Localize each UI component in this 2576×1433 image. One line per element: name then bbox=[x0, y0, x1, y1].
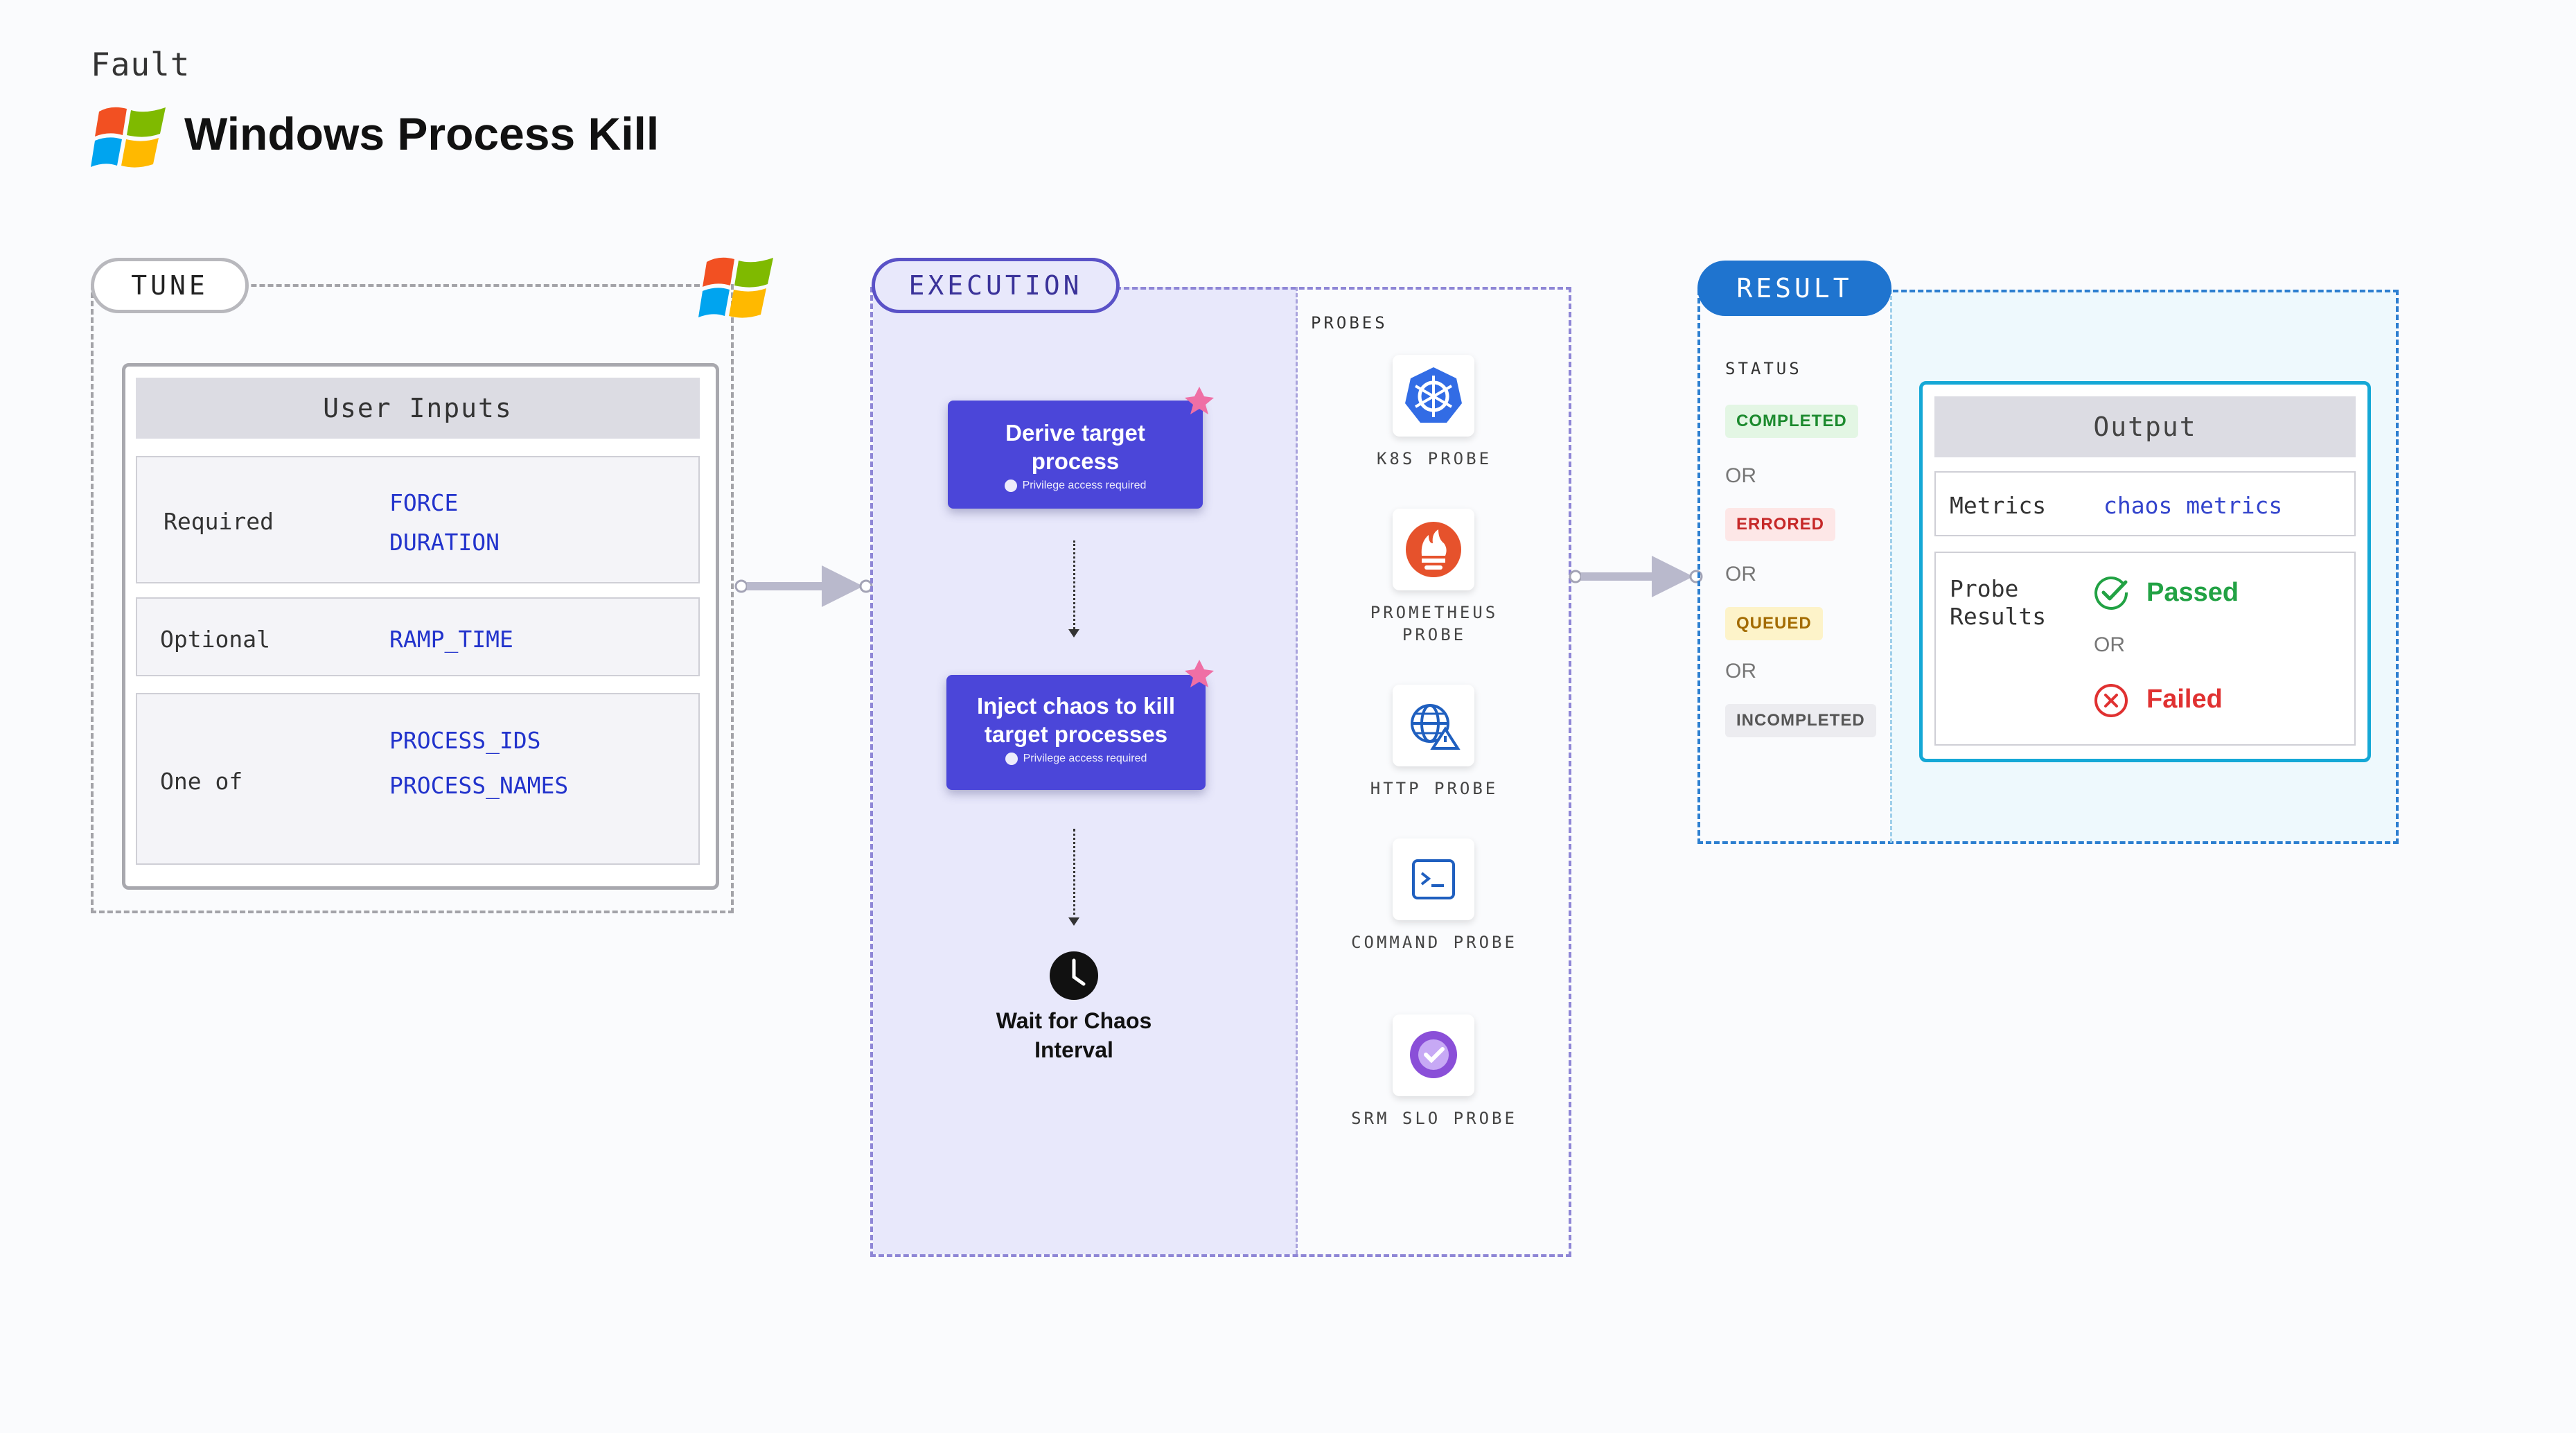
kubernetes-icon bbox=[1405, 367, 1462, 423]
optional-inputs-row bbox=[136, 597, 700, 676]
optional-label: Optional bbox=[160, 626, 270, 653]
required-inputs-row bbox=[136, 456, 700, 583]
probe-results-row bbox=[1934, 552, 2356, 746]
or-label: OR bbox=[1725, 563, 1756, 586]
execution-section bbox=[870, 287, 1571, 1257]
flow-arrow-execution-to-result bbox=[1569, 556, 1703, 597]
status-badge-completed: COMPLETED bbox=[1725, 405, 1858, 438]
privilege-note: Privilege access required bbox=[946, 753, 1206, 765]
metrics-label: Metrics bbox=[1950, 492, 2047, 519]
privilege-lock-icon bbox=[1004, 480, 1017, 492]
input-duration: DURATION bbox=[389, 529, 500, 556]
x-circle-icon bbox=[2094, 684, 2128, 717]
probes-label: PROBES bbox=[1311, 313, 1388, 333]
input-force: FORCE bbox=[389, 489, 459, 516]
or-label: OR bbox=[1725, 660, 1756, 683]
srm-slo-probe-tile bbox=[1393, 1014, 1474, 1096]
srm-slo-icon bbox=[1410, 1031, 1457, 1078]
step-derive-target: Derive target process Privilege access r… bbox=[948, 401, 1203, 509]
command-probe-tile bbox=[1393, 838, 1474, 920]
chaos-metrics-value: chaos metrics bbox=[2103, 492, 2283, 519]
privilege-lock-icon bbox=[1005, 753, 1018, 765]
prometheus-probe-tile bbox=[1393, 509, 1474, 590]
tune-pill: TUNE bbox=[91, 258, 249, 313]
chaos-sparkle-icon bbox=[1185, 387, 1214, 414]
prometheus-probe-label: PROMETHEUS PROBE bbox=[1370, 603, 1499, 644]
step-inject-chaos: Inject chaos to kill target processes Pr… bbox=[946, 675, 1206, 790]
k8s-probe-tile bbox=[1393, 355, 1474, 437]
status-badge-queued: QUEUED bbox=[1725, 607, 1823, 640]
windows-logo-icon bbox=[698, 257, 773, 318]
windows-logo-icon bbox=[91, 107, 166, 168]
chaos-sparkle-icon bbox=[1185, 660, 1214, 687]
input-ramp-time: RAMP_TIME bbox=[389, 626, 513, 653]
probe-results-label: Probe Results bbox=[1950, 575, 2047, 630]
page-title: Windows Process Kill bbox=[184, 108, 660, 159]
prometheus-icon bbox=[1406, 522, 1461, 577]
output-title: Output bbox=[1934, 396, 2356, 457]
oneof-inputs-row bbox=[136, 693, 700, 865]
step-inject-title: Inject chaos to kill target processes bbox=[976, 693, 1176, 747]
check-circle-icon bbox=[2094, 576, 2128, 610]
privilege-note-text: Privilege access required bbox=[1023, 753, 1147, 765]
passed-label: Passed bbox=[2146, 578, 2239, 607]
clock-icon bbox=[1050, 951, 1098, 1000]
result-section-top-border bbox=[1885, 290, 2399, 292]
fault-label: Fault bbox=[91, 46, 191, 83]
execution-divider bbox=[1296, 287, 1298, 1254]
flow-connector-arrowhead bbox=[1068, 917, 1079, 926]
required-label: Required bbox=[164, 508, 274, 535]
flow-connector-arrowhead bbox=[1068, 629, 1079, 638]
privilege-note-text: Privilege access required bbox=[1022, 480, 1147, 492]
input-process-names: PROCESS_NAMES bbox=[389, 772, 569, 799]
execution-pill: EXECUTION bbox=[872, 258, 1120, 313]
flow-arrow-tune-to-execution bbox=[734, 565, 873, 607]
status-badge-incompleted: INCOMPLETED bbox=[1725, 704, 1876, 737]
wait-chaos-interval-label: Wait for Chaos Interval bbox=[996, 1008, 1152, 1062]
http-globe-icon bbox=[1411, 704, 1461, 750]
result-divider bbox=[1890, 290, 1892, 843]
flow-connector bbox=[1073, 829, 1075, 920]
tune-section-top-border bbox=[201, 284, 700, 287]
step-derive-title: Derive target process bbox=[1005, 420, 1145, 474]
tune-section bbox=[91, 284, 734, 913]
http-probe-tile bbox=[1393, 685, 1474, 766]
input-process-ids: PROCESS_IDS bbox=[389, 727, 541, 754]
command-probe-label: COMMAND PROBE bbox=[1351, 933, 1517, 952]
execution-section-top-border bbox=[1115, 287, 1571, 290]
status-label: STATUS bbox=[1725, 359, 1802, 378]
or-label: OR bbox=[1725, 464, 1756, 487]
http-probe-label: HTTP PROBE bbox=[1370, 779, 1499, 798]
metrics-row bbox=[1934, 471, 2356, 536]
failed-label: Failed bbox=[2146, 685, 2223, 714]
result-pill: RESULT bbox=[1697, 261, 1891, 316]
or-label: OR bbox=[2094, 633, 2125, 656]
terminal-icon bbox=[1412, 859, 1455, 899]
user-inputs-title: User Inputs bbox=[136, 378, 700, 439]
result-section bbox=[1697, 290, 2399, 844]
k8s-probe-label: K8S PROBE bbox=[1376, 449, 1492, 468]
srm-slo-probe-label: SRM SLO PROBE bbox=[1351, 1109, 1517, 1128]
flow-connector bbox=[1073, 540, 1075, 633]
oneof-label: One of bbox=[160, 768, 243, 795]
privilege-note: Privilege access required bbox=[948, 480, 1203, 492]
status-badge-errored: ERRORED bbox=[1725, 508, 1836, 541]
